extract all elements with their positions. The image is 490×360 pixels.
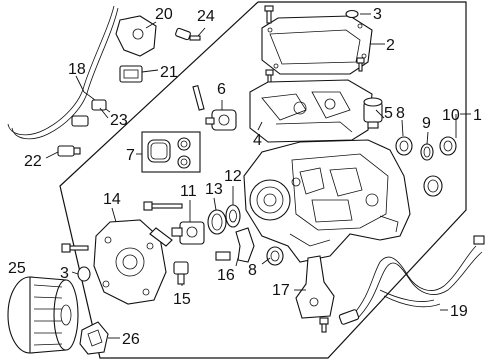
- seal-12: [225, 204, 241, 228]
- callout-17: 17: [272, 282, 290, 299]
- callout-19: 19: [450, 303, 468, 320]
- callout-18: 18: [68, 61, 86, 78]
- actuator-11: [171, 221, 205, 245]
- callout-21: 21: [160, 64, 178, 81]
- callout-1: 1: [473, 107, 482, 124]
- seal-10: [439, 136, 457, 156]
- sensor-15: [173, 261, 189, 285]
- callout-12: 12: [224, 168, 242, 185]
- solenoid: [363, 97, 383, 129]
- wiring-harness-19: [338, 235, 485, 325]
- callout-9: 9: [422, 115, 431, 132]
- leader-8a: [401, 119, 404, 137]
- leader-16: [235, 257, 239, 267]
- transmission-case: [243, 139, 411, 263]
- callout-6: 6: [217, 81, 226, 98]
- mount-17: [295, 255, 335, 333]
- connector-22: [57, 145, 81, 157]
- wiring-18: [7, 5, 119, 140]
- callout-20: 20: [155, 6, 173, 23]
- seal-right: [395, 136, 413, 156]
- callout-15: 15: [173, 291, 191, 308]
- leader-21: [141, 69, 159, 73]
- callout-3-lower: 3: [60, 265, 69, 282]
- drain-plug: [423, 175, 443, 197]
- assembly-frame: [59, 1, 467, 359]
- callout-25: 25: [8, 260, 26, 277]
- pump-housing: [93, 219, 167, 305]
- leader-14: [111, 207, 117, 223]
- seal-kit-box: [141, 131, 201, 173]
- connector-21: [119, 65, 143, 83]
- cover-bolt: [264, 5, 274, 24]
- leader-3b: [71, 271, 79, 275]
- module-20: [115, 15, 157, 57]
- leader-23: [99, 107, 109, 119]
- callout-22: 22: [24, 153, 42, 170]
- leader-22: [45, 151, 59, 159]
- callout-11: 11: [180, 183, 197, 200]
- leader-18: [75, 75, 85, 93]
- callout-13: 13: [205, 181, 223, 198]
- callout-4: 4: [253, 132, 262, 149]
- speed-sensor: [192, 84, 237, 131]
- ring-13: [207, 209, 227, 235]
- washer-top: [345, 9, 359, 19]
- motor-rotor-25: [7, 276, 79, 354]
- leader-4: [257, 121, 263, 131]
- callout-3-top: 3: [373, 6, 382, 23]
- seal-lower: [266, 246, 284, 266]
- oring-9: [420, 143, 434, 161]
- callout-5: 5: [384, 105, 393, 122]
- callout-7: 7: [126, 147, 135, 164]
- callout-8-right: 8: [396, 105, 405, 122]
- clip-23: [71, 99, 107, 127]
- leader-13: [213, 197, 217, 211]
- pipe-fitting: [149, 227, 173, 247]
- callout-26: 26: [122, 331, 140, 348]
- washer-lower: [77, 266, 91, 282]
- small-bolt-right: [356, 57, 365, 72]
- small-bolt-left: [265, 69, 274, 84]
- pump-bolt: [61, 243, 89, 253]
- callout-16: 16: [217, 267, 235, 284]
- callout-2: 2: [386, 37, 395, 54]
- callout-8-lower: 8: [248, 262, 257, 279]
- valve-body: [249, 79, 373, 143]
- long-bolt-11: [143, 201, 183, 211]
- leader-5: [375, 109, 385, 119]
- cover-plate: [261, 15, 373, 75]
- callout-24: 24: [197, 8, 215, 25]
- leader-24: [197, 27, 206, 37]
- callout-10: 10: [442, 107, 460, 124]
- plate-26: [79, 321, 109, 355]
- leader-9: [426, 131, 429, 145]
- callout-23: 23: [110, 112, 128, 129]
- bracket-16: [215, 227, 255, 263]
- sensor-24: [175, 27, 201, 41]
- callout-14: 14: [103, 191, 121, 208]
- leader-20: [145, 21, 157, 29]
- leader-8b: [261, 257, 271, 265]
